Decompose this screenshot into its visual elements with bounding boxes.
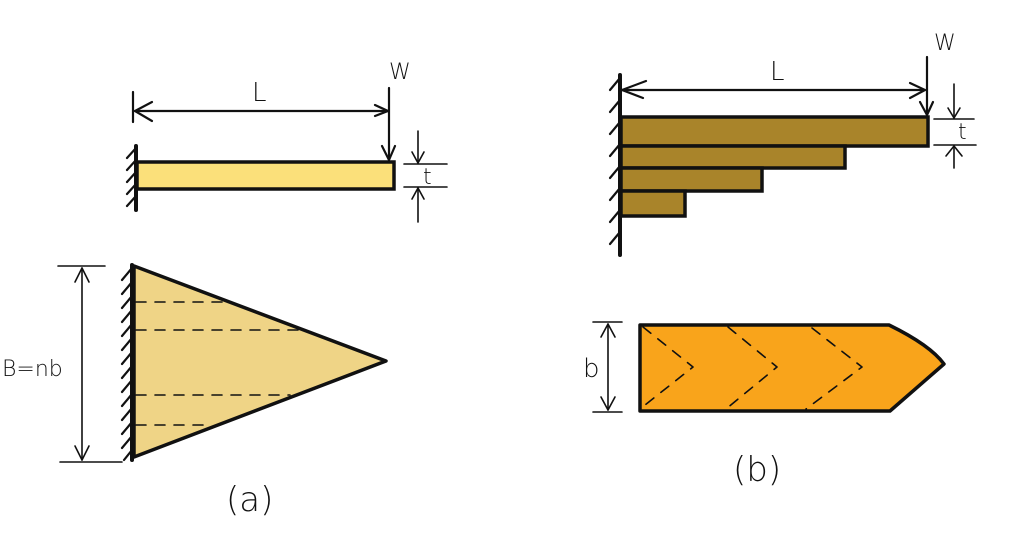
wall-hatching (608, 76, 622, 246)
arrowhead-up-icon (945, 145, 963, 157)
thickness-label: t (958, 120, 967, 145)
arrowhead-left-icon (620, 79, 648, 100)
leaf-2 (619, 144, 847, 170)
arrowhead-left-icon (133, 100, 154, 123)
length-label: L (252, 78, 267, 108)
arrowhead-up-icon (411, 187, 425, 200)
load-label: W (389, 60, 411, 85)
leaf-stack (619, 115, 930, 218)
panel-a-plan-view: B=nb (2, 263, 388, 463)
panel-a: L W t (2, 60, 448, 520)
leaf-1 (619, 115, 930, 148)
arrowhead-up-icon (74, 267, 90, 283)
length-label: L (770, 57, 785, 87)
arrowhead-up-icon (600, 323, 616, 338)
panel-a-side-view: L W t (125, 60, 448, 223)
panel-b-side-view: L W t (608, 31, 977, 257)
strip-division-lines (135, 301, 306, 426)
arrowhead-down-icon (74, 445, 90, 461)
width-label: B=nb (2, 357, 63, 382)
plate-a-side (135, 160, 396, 191)
wall-hatching (120, 266, 134, 462)
triangular-plate (132, 264, 388, 459)
arrowhead-down-icon (600, 396, 616, 411)
caption-b: (b) (733, 450, 781, 490)
arrowhead-down-icon (947, 107, 961, 119)
leaf-3 (619, 166, 764, 193)
pointed-strip (638, 323, 946, 413)
arrowhead-down-icon (411, 151, 425, 164)
panel-b-plan-view: b (583, 321, 946, 413)
panel-b: L W t (583, 31, 977, 490)
leaf-4 (619, 189, 687, 218)
wall-hatching (125, 146, 138, 208)
load-arrowhead-icon (380, 144, 397, 162)
width-label: b (583, 354, 600, 384)
load-label: W (934, 31, 956, 56)
load-arrowhead-icon (918, 100, 935, 117)
chevron-division-lines (642, 326, 863, 410)
caption-a: (a) (226, 480, 273, 520)
arrowhead-right-icon (908, 81, 927, 100)
thickness-label: t (423, 165, 432, 190)
